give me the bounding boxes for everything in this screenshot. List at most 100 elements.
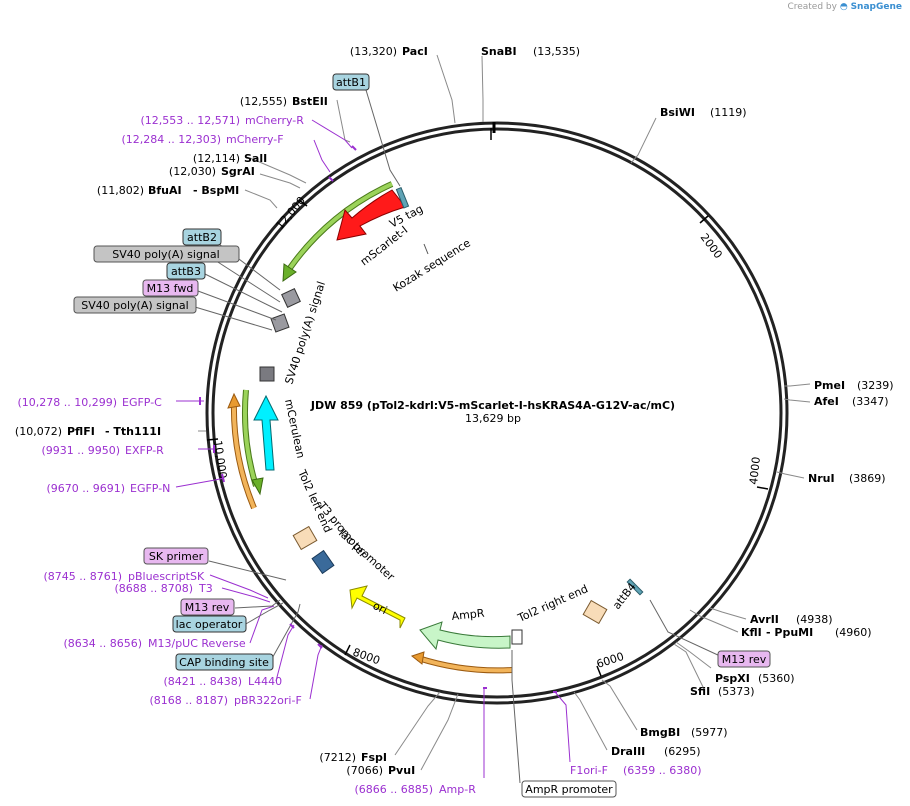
- enzyme-pos-bmgbi: (5977): [691, 726, 728, 739]
- attb1-box-label: [332, 73, 370, 91]
- enzyme-pos-sali: (12,114): [193, 152, 240, 165]
- enzyme-name-sfii: SfiI: [690, 685, 710, 698]
- sv40-box-2: [270, 313, 290, 333]
- plasmid-name: JDW 859 (pTol2-kdrl:V5-mScarlet-I-hsKRAS…: [310, 399, 675, 412]
- lac-promoter-label: lac promoter: [336, 527, 397, 584]
- enzyme-pos-nrui: (3869): [849, 472, 886, 485]
- credit-brand: SnapGene: [850, 2, 902, 12]
- primer-name-egfp-n: EGFP-N: [130, 482, 170, 495]
- features: V5 tag mScarlet-I Kozak sequence SV40 po…: [227, 181, 644, 674]
- plasmid-length: 13,629 bp: [465, 412, 521, 425]
- mscarlet-label: mScarlet-I: [358, 223, 410, 268]
- enzyme-name-kfli: KflI: [741, 626, 762, 639]
- primer-name-mcherry-r: mCherry-R: [245, 114, 304, 127]
- tick-2000: 2000: [698, 231, 725, 261]
- tol2-left-label: Tol2 left end: [295, 467, 335, 535]
- enzyme-pos-afei: (3347): [852, 395, 889, 408]
- ampr-promoter-box-label: [521, 780, 617, 798]
- enzyme-pos-fspi: (7212): [319, 751, 356, 764]
- enzyme-pos-pflfi: (10,072): [15, 425, 62, 438]
- orange-feature-arrowhead-bottom: [410, 651, 425, 665]
- enzyme-leaders: [198, 54, 811, 771]
- ori-arrow: [349, 585, 406, 629]
- enzyme-name-bsiwi: BsiWI: [660, 106, 695, 119]
- primer-range-l4440: (8421 .. 8438): [163, 675, 242, 688]
- primer-range-f1ori-f: (6359 .. 6380): [623, 764, 702, 777]
- enzyme-name-pflfi: PflFI: [67, 425, 95, 438]
- backbone-inner-ring: [211, 127, 783, 699]
- kozak-leader: [423, 243, 429, 255]
- enzyme-pos-pvui: (7066): [346, 764, 383, 777]
- green-feature-arrowhead-upper: [282, 263, 297, 282]
- primer-labels: (12,553 .. 12,571) mCherry-R (12,284 .. …: [17, 114, 701, 796]
- primer-name-pbluescriptsk: pBluescriptSK: [128, 570, 205, 583]
- attb2-text: attB2: [187, 231, 217, 244]
- primer-range-pbr322ori-f: (8168 .. 8187): [149, 694, 228, 707]
- enzyme-pos-snabi: (13,535): [533, 45, 580, 58]
- attb1-text: attB1: [336, 76, 366, 89]
- ampr-label: AmpR: [451, 607, 485, 623]
- green-feature-arc-left: [242, 389, 258, 487]
- ori-label: ori: [371, 599, 390, 617]
- backbone-outer-ring: [205, 121, 789, 705]
- ampr-promoter-text: AmpR promoter: [525, 783, 613, 796]
- orange-feature-arrowhead-left: [227, 392, 241, 409]
- sv40-b-text: SV40 poly(A) signal: [81, 299, 188, 312]
- ampr-promoter-box: [511, 629, 523, 645]
- tick-mark-4000: [756, 486, 769, 490]
- enzyme-name-ppumi: - PpuMI: [766, 626, 813, 639]
- sv40-box-3: [259, 366, 275, 382]
- primer-name-f1ori-f: F1ori-F: [570, 764, 608, 777]
- enzyme-name-sali: SalI: [244, 152, 267, 165]
- mcerulean-arrow: [253, 394, 279, 471]
- primer-range-t3: (8688 .. 8708): [114, 582, 193, 595]
- attb4-label: attB4: [610, 580, 639, 612]
- primer-range-exfp-r: (9931 .. 9950): [41, 444, 120, 457]
- primer-range-mcherry-f: (12,284 .. 12,303): [121, 133, 221, 146]
- primer-name-pbr322ori-f: pBR322ori-F: [234, 694, 302, 707]
- enzyme-name-draiii: DraIII: [611, 745, 645, 758]
- sv40-a-box-label: [93, 245, 240, 263]
- credit-text: Created by: [787, 2, 837, 12]
- kozak-label: Kozak sequence: [391, 236, 473, 294]
- enzyme-pos-avrii: (4938): [796, 613, 833, 626]
- enzyme-pos-paci: (13,320): [350, 45, 397, 58]
- lac-region-box: [311, 549, 335, 575]
- cap-binding-text: CAP binding site: [179, 656, 269, 669]
- enzyme-name-snabi: SnaBI: [481, 45, 517, 58]
- enzyme-pos-bsteii: (12,555): [240, 95, 287, 108]
- m13rev-left-text: M13 rev: [185, 601, 230, 614]
- tick-mark-8000: [344, 644, 351, 656]
- enzyme-name-bfuai: BfuAI: [148, 184, 182, 197]
- enzyme-pos-sgrai: (12,030): [169, 165, 216, 178]
- primer-leaders: [175, 119, 571, 778]
- m13fwd-text: M13 fwd: [147, 282, 194, 295]
- tol2-right-label: Tol2 right end: [515, 582, 590, 625]
- enzyme-name-bspmi: - BspMI: [193, 184, 239, 197]
- m13fwd-box-label: [142, 279, 199, 297]
- primer-name-t3: T3: [198, 582, 213, 595]
- m13rev-right-text: M13 rev: [722, 653, 767, 666]
- enzyme-name-pmei: PmeI: [814, 379, 845, 392]
- enzyme-name-nrui: NruI: [808, 472, 835, 485]
- enzyme-name-bmgbi: BmgBI: [640, 726, 680, 739]
- enzyme-name-pspxi: PspXI: [715, 672, 750, 685]
- primer-range-m13-puc-reverse: (8634 .. 8656): [63, 637, 142, 650]
- enzyme-name-avrii: AvrII: [750, 613, 779, 626]
- boxed-labels: attB1 attB2 SV40 poly(A) signal attB3 M1…: [73, 73, 771, 798]
- primer-name-exfp-r: EXFP-R: [125, 444, 164, 457]
- attb2-box-label: [182, 228, 222, 246]
- primer-range-amp-r: (6866 .. 6885): [354, 783, 433, 796]
- snapgene-logo-icon: ◓: [839, 2, 848, 12]
- primer-range-mcherry-r: (12,553 .. 12,571): [140, 114, 240, 127]
- sk-primer-box-label: [143, 547, 209, 565]
- primer-range-egfp-c: (10,278 .. 10,299): [17, 396, 117, 409]
- green-feature-arrowhead-left: [251, 477, 264, 496]
- primer-name-mcherry-f: mCherry-F: [226, 133, 284, 146]
- enzyme-pos-draiii: (6295): [664, 745, 701, 758]
- attb3-text: attB3: [171, 265, 201, 278]
- tick-10000: 10,000: [211, 440, 229, 480]
- tol2-left-box: [292, 525, 318, 551]
- enzyme-name-bsteii: BstEII: [292, 95, 328, 108]
